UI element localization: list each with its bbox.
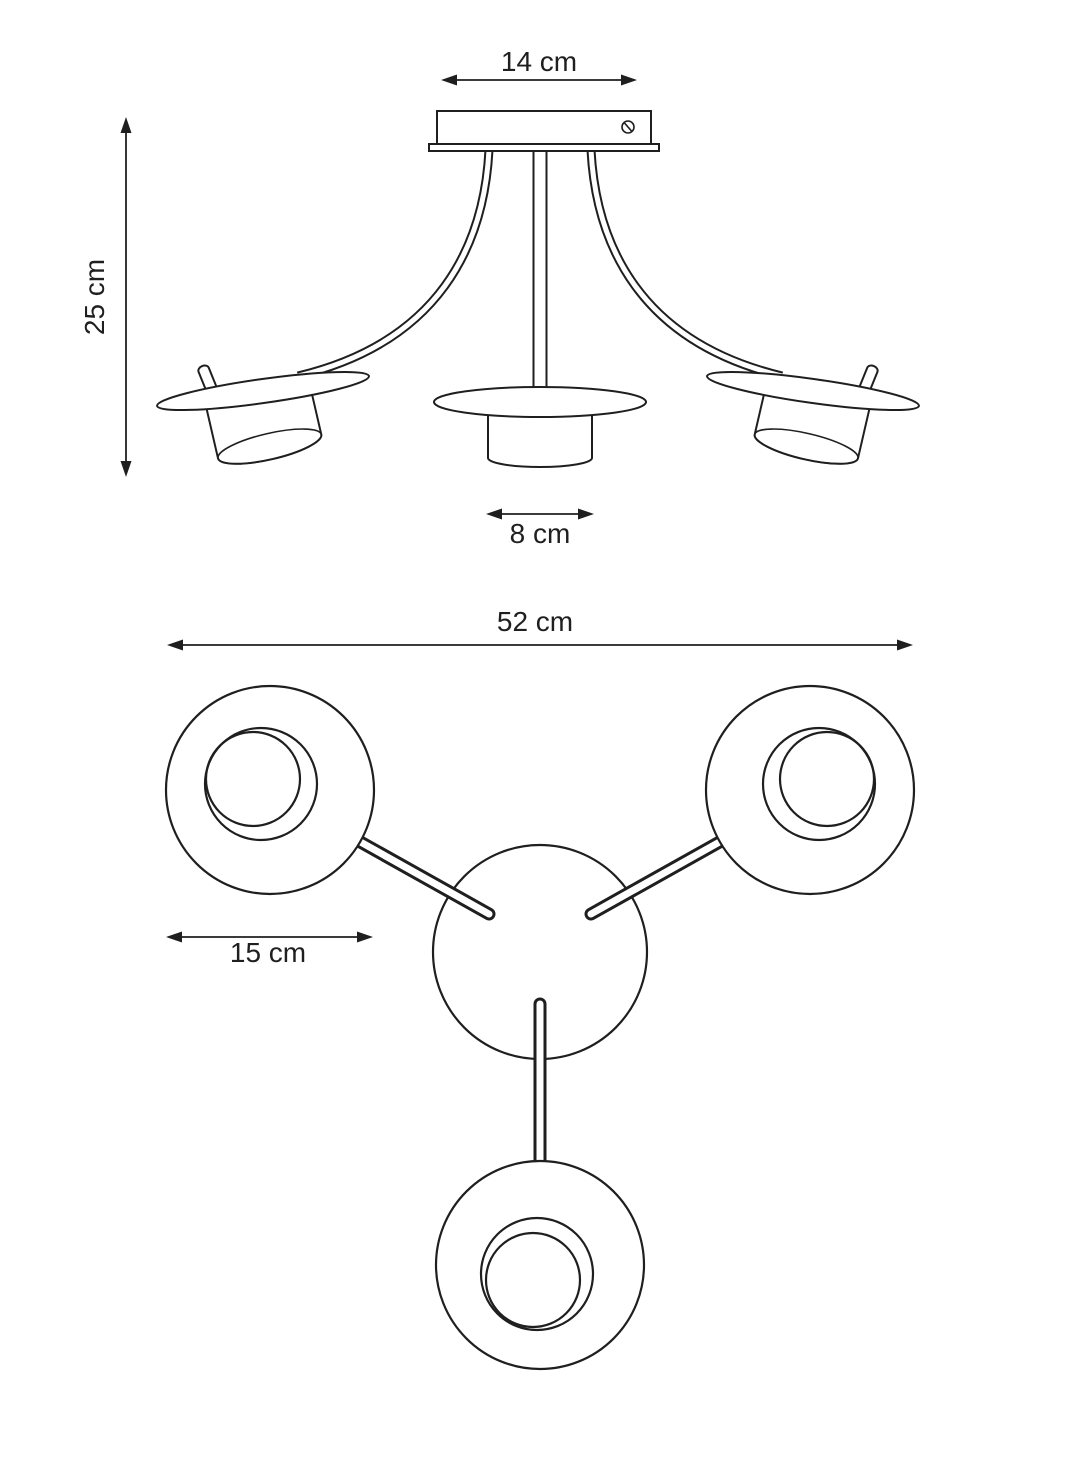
arrow-head-right bbox=[897, 639, 913, 651]
shade-rim-inner bbox=[204, 730, 302, 828]
arrow-head-left bbox=[486, 508, 502, 520]
brim-circle bbox=[164, 684, 376, 896]
dim-shade-diameter-label: 15 cm bbox=[230, 937, 306, 968]
dim-canopy-width: 14 cm bbox=[441, 46, 637, 86]
plan-view: 52 cm bbox=[164, 606, 916, 1371]
dim-fixture-height-label: 25 cm bbox=[79, 259, 110, 335]
plan-shade-left bbox=[164, 684, 376, 896]
dim-fixture-height: 25 cm bbox=[79, 117, 132, 477]
center-stem bbox=[532, 149, 548, 396]
canopy-screw-slot bbox=[623, 122, 633, 132]
canopy-body bbox=[436, 110, 652, 145]
center-brim-disc bbox=[433, 386, 647, 418]
plan-shade-right bbox=[704, 684, 916, 896]
right-arm bbox=[586, 149, 784, 381]
dim-shade-diameter: 15 cm bbox=[166, 931, 373, 968]
left-arm bbox=[296, 149, 494, 381]
center-shade bbox=[433, 386, 647, 468]
ceiling-canopy bbox=[428, 110, 660, 152]
right-brim-disc bbox=[706, 370, 920, 412]
left-brim-disc bbox=[156, 370, 370, 412]
arrow-head-right bbox=[621, 74, 637, 86]
side-view: 14 cm 25 cm bbox=[79, 46, 920, 549]
shade-rim-inner bbox=[484, 1231, 582, 1329]
canopy-base-plate bbox=[428, 143, 660, 152]
arrow-head-right bbox=[578, 508, 594, 520]
plan-arm-left bbox=[341, 828, 496, 921]
brim-circle bbox=[704, 684, 916, 896]
shade-rim-outer bbox=[761, 726, 877, 842]
arrow-head-left bbox=[441, 74, 457, 86]
shade-rim-outer bbox=[479, 1216, 595, 1332]
shade-rim-inner bbox=[778, 730, 876, 828]
cylinder-body bbox=[487, 403, 593, 468]
shade-rim-outer bbox=[203, 726, 319, 842]
plan-arm-right bbox=[584, 828, 739, 921]
arm-core bbox=[587, 831, 736, 918]
dim-overall-width-label: 52 cm bbox=[497, 606, 573, 637]
arm-core bbox=[344, 831, 493, 918]
arrow-head-bottom bbox=[120, 461, 132, 477]
dim-canopy-width-label: 14 cm bbox=[501, 46, 577, 77]
left-arm-core bbox=[297, 149, 492, 379]
cylinder-bottom-rim bbox=[217, 428, 323, 465]
arrow-head-left bbox=[167, 639, 183, 651]
plan-shade-bottom bbox=[434, 1159, 646, 1371]
left-shade bbox=[156, 364, 370, 465]
dim-overall-width: 52 cm bbox=[167, 606, 913, 651]
brim-circle bbox=[434, 1159, 646, 1371]
arrow-head-left bbox=[166, 931, 182, 943]
dim-shade-width: 8 cm bbox=[486, 508, 594, 549]
right-shade bbox=[706, 364, 920, 465]
dim-shade-width-label: 8 cm bbox=[510, 518, 571, 549]
cylinder-bottom-rim bbox=[753, 428, 859, 465]
canopy-screw-icon bbox=[621, 120, 635, 134]
right-arm-core bbox=[588, 149, 783, 379]
arrow-head-right bbox=[357, 931, 373, 943]
arrow-head-top bbox=[120, 117, 132, 133]
